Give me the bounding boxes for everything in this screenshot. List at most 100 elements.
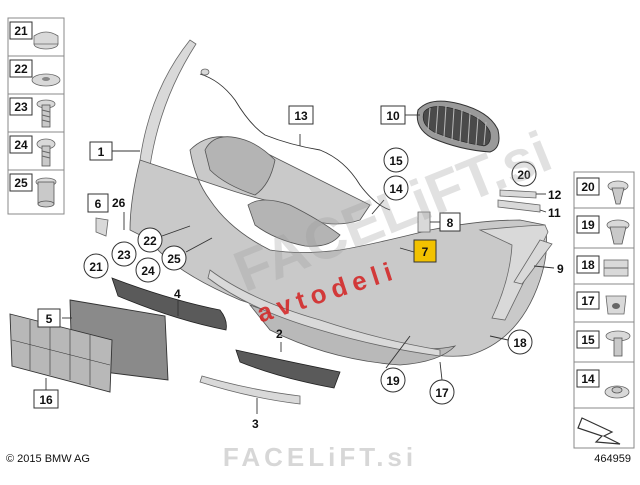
callout-box-16: [33, 389, 59, 409]
label-box-14: [576, 369, 600, 388]
callout-box-5: [37, 308, 61, 328]
callout-22: 22: [143, 234, 157, 248]
callout-25: 25: [167, 252, 181, 266]
callout-3: 3: [252, 417, 259, 431]
center-grille-strip: [111, 277, 227, 331]
callout-box-10: [380, 105, 406, 125]
screw-icon: [36, 99, 56, 128]
callout-5: 5: [46, 312, 53, 326]
kidney-grille: [416, 100, 500, 153]
copyright-text: © 2015 BMW AG: [6, 453, 90, 465]
clip-nut-icon: [605, 295, 627, 315]
callout-9: 9: [557, 262, 564, 276]
callout-box-6: [87, 193, 109, 213]
cap-plug-icon: [33, 31, 59, 50]
callout-box-8: [439, 212, 461, 232]
wiring-harness-end: [200, 68, 210, 76]
right-label-18: 18: [581, 258, 595, 272]
left-fastener-column: 21 22 23 24 25: [7, 17, 65, 215]
callout-11: 11: [548, 206, 561, 220]
upper-bumper-edge: [139, 39, 197, 167]
flange-screw-icon: [605, 330, 631, 357]
right-label-17: 17: [581, 294, 595, 308]
callout-box-1: [89, 141, 113, 161]
push-clip-icon: [606, 219, 630, 245]
callout-circle-21: [83, 253, 109, 279]
carrier-ribs: [11, 320, 111, 385]
callout-18: 18: [513, 336, 527, 350]
callout-circle-22: [137, 227, 163, 253]
kidney-opening-left: [204, 136, 276, 196]
left-label-25: 25: [14, 176, 28, 190]
callout-circle-24: [135, 257, 161, 283]
label-box-22: [9, 59, 33, 78]
callout-6: 6: [95, 197, 102, 211]
left-label-21: 21: [14, 24, 28, 38]
callout-labels: 1 13 10 15 14 8 7 20 12 11: [33, 105, 564, 431]
callout-circle-15-top: [383, 147, 409, 173]
callout-circle-19: [380, 367, 406, 393]
callout-13: 13: [294, 109, 308, 123]
callout-4: 4: [174, 287, 181, 301]
callout-7: 7: [422, 245, 429, 259]
lower-lip: [207, 269, 441, 357]
right-label-19: 19: [581, 218, 595, 232]
callout-26: 26: [112, 196, 126, 210]
label-box-18: [576, 255, 600, 274]
label-box-25: [9, 173, 33, 192]
callout-box-13: [288, 105, 314, 125]
right-label-20: 20: [581, 180, 595, 194]
bracket-part-8: [417, 211, 431, 233]
label-box-19: [576, 215, 600, 234]
label-box-20: [576, 177, 600, 196]
right-label-14: 14: [581, 372, 595, 386]
callout-14: 14: [389, 182, 403, 196]
side-grille: [235, 349, 341, 389]
expanding-rivet-icon: [607, 180, 629, 205]
label-box-24: [9, 135, 33, 154]
lower-trim-strip: [199, 375, 301, 405]
left-label-24: 24: [14, 138, 28, 152]
callout-23: 23: [117, 248, 131, 262]
spring-nut-icon: [603, 259, 629, 277]
label-box-23: [9, 97, 33, 116]
callout-24: 24: [141, 264, 155, 278]
callout-2: 2: [276, 327, 283, 341]
left-label-23: 23: [14, 100, 28, 114]
left-label-22: 22: [14, 62, 28, 76]
bumper-side-section: [478, 224, 549, 321]
diagram-number: 464959: [594, 453, 631, 465]
callout-circle-18: [507, 329, 533, 355]
callout-circle-23: [111, 241, 137, 267]
torx-screw-icon: [36, 138, 56, 167]
callout-8: 8: [447, 216, 454, 230]
bracket-part-12: [499, 189, 537, 199]
callout-circle-25: [161, 245, 187, 271]
callout-circle-14-top: [383, 175, 409, 201]
callout-21: 21: [89, 260, 103, 274]
callout-16: 16: [39, 393, 53, 407]
side-trim-strip: [513, 239, 553, 285]
arrow-down-right-icon: [577, 417, 621, 445]
kidney-opening-right: [247, 199, 341, 247]
callout-15: 15: [389, 154, 403, 168]
right-label-15: 15: [581, 333, 595, 347]
callout-20: 20: [517, 168, 531, 182]
right-column-frame: [573, 171, 635, 449]
callout-1: 1: [98, 145, 105, 159]
label-box-17: [576, 291, 600, 310]
label-box-15: [576, 330, 600, 349]
honeycomb-carrier: [9, 313, 113, 393]
callout-10: 10: [386, 109, 400, 123]
wiring-harness: [199, 73, 391, 211]
label-box-21: [9, 21, 33, 40]
callout-circle-20: [511, 161, 537, 187]
grommet-icon: [604, 385, 630, 399]
callout-12: 12: [548, 188, 562, 202]
right-fastener-column: 20 19 18 17 15 14: [573, 171, 635, 449]
bracket-part-11: [497, 199, 541, 213]
callout-17: 17: [435, 386, 449, 400]
watermark-bottom: FACELiFT.si: [223, 442, 417, 472]
